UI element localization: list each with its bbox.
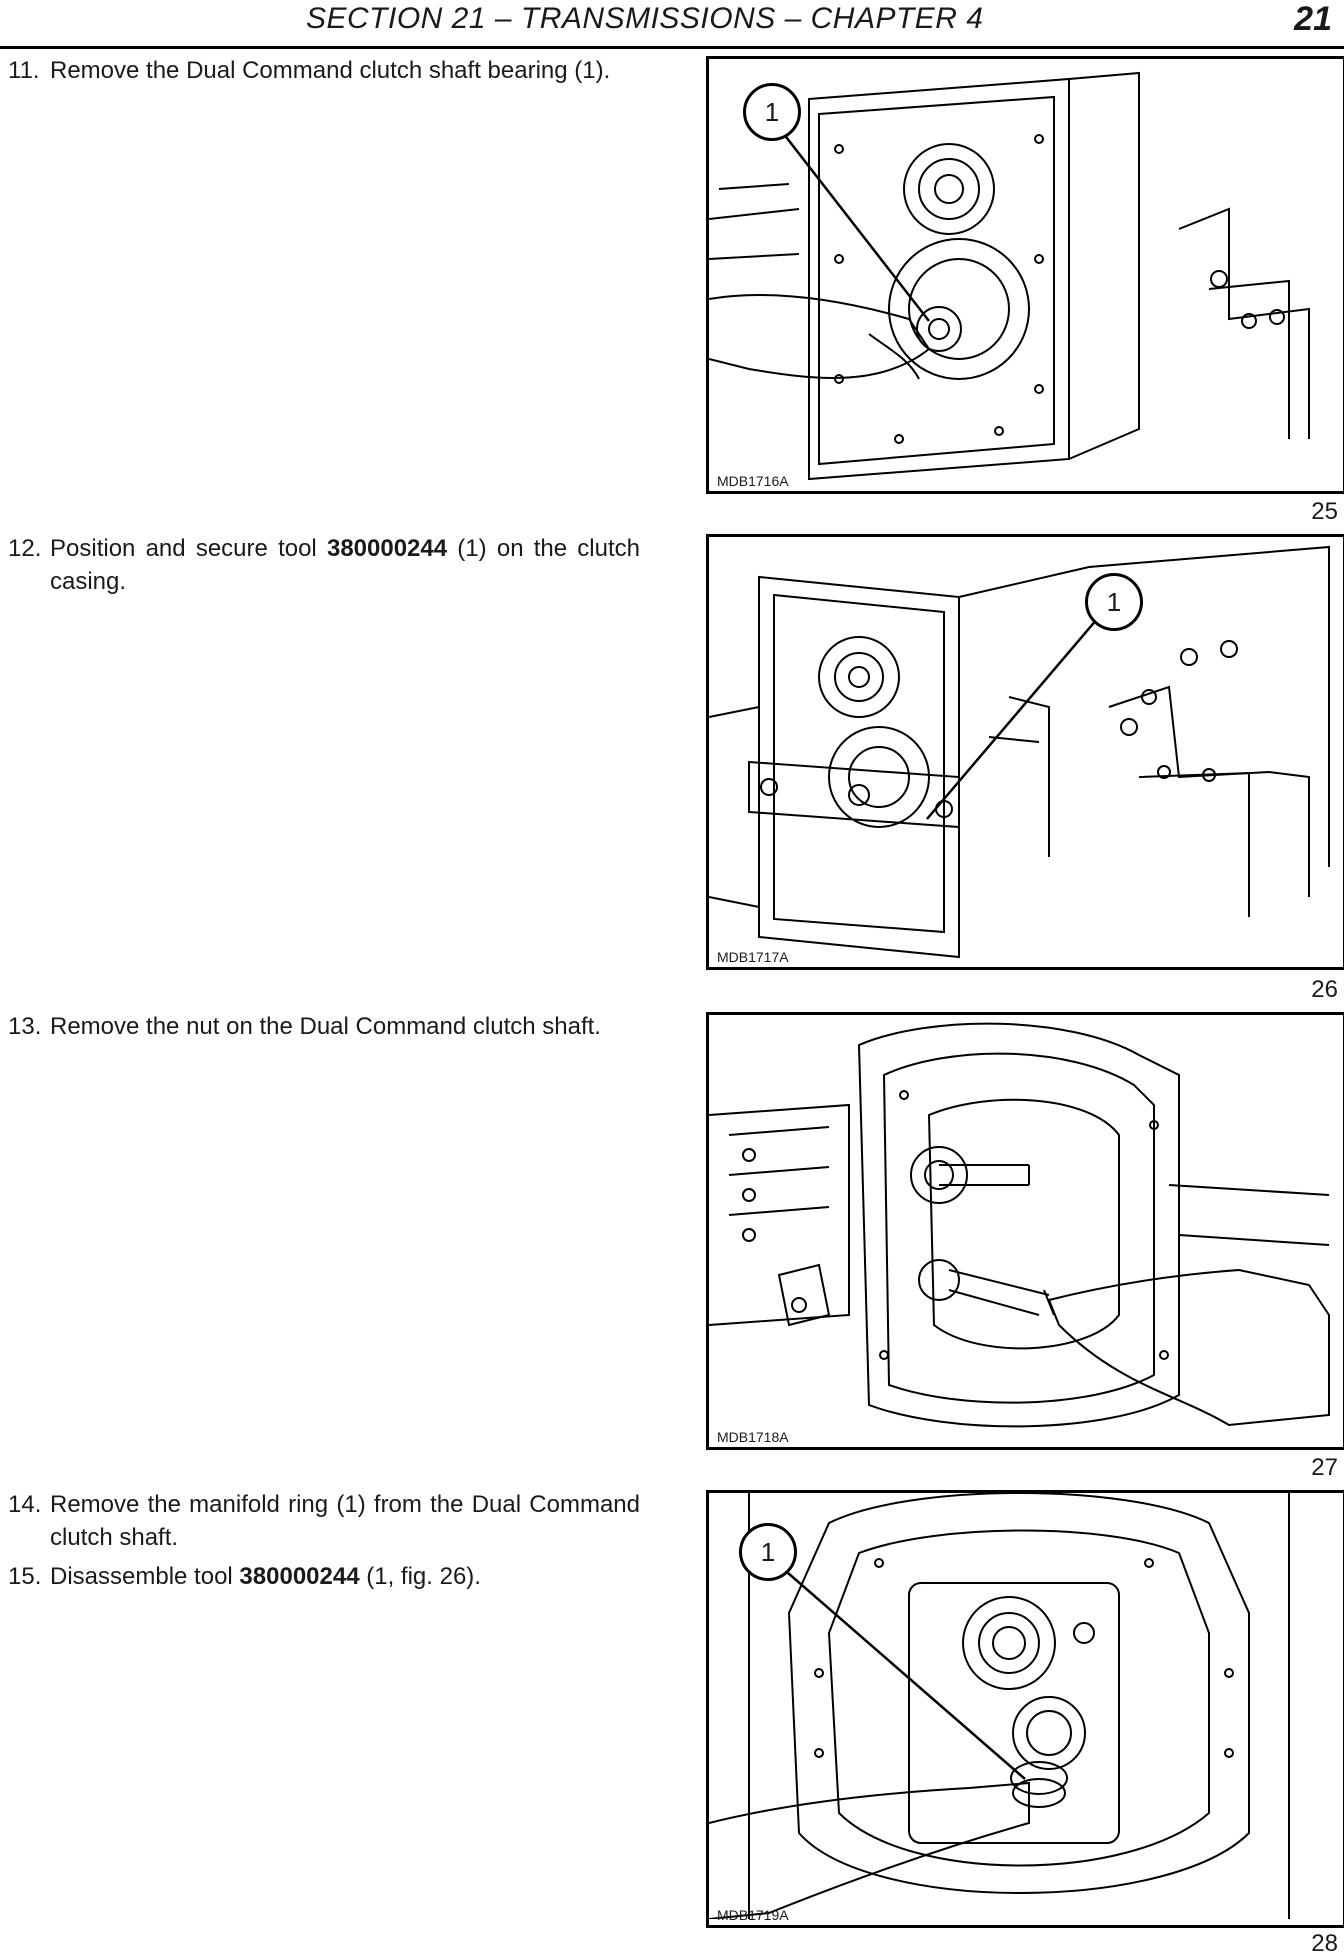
step-group-2: 12. Position and secure tool 380000244 (… <box>8 532 640 604</box>
step-item: 13. Remove the nut on the Dual Command c… <box>8 1010 640 1043</box>
step-number: 14. <box>8 1491 42 1518</box>
figure-number: 25 <box>1311 498 1338 525</box>
callout-circle: 1 <box>1085 573 1143 631</box>
figure-number: 26 <box>1311 976 1338 1003</box>
step-text-segment: (1) on the clutch casing. <box>50 535 640 595</box>
step-text-segment: Disassemble tool <box>50 1563 240 1590</box>
step-text-segment: Position and secure tool <box>50 535 327 562</box>
tool-number: 380000244 <box>239 1563 360 1590</box>
callout-circle: 1 <box>743 83 801 141</box>
step-group-3: 13. Remove the nut on the Dual Command c… <box>8 1010 640 1049</box>
figure-code: MDB1716A <box>717 473 789 489</box>
step-number: 13. <box>8 1013 42 1040</box>
callout-circle: 1 <box>739 1523 797 1581</box>
page-header: SECTION 21 – TRANSMISSIONS – CHAPTER 4 2… <box>0 0 1344 49</box>
figure-26: 1 MDB1717A <box>706 534 1344 970</box>
figure-illustration <box>709 1493 1290 1919</box>
step-text-segment: Remove the nut on the Dual Command clutc… <box>50 1013 601 1040</box>
step-group-1: 11. Remove the Dual Command clutch shaft… <box>8 54 640 93</box>
step-item: 15. Disassemble tool 380000244 (1, fig. … <box>8 1560 640 1593</box>
step-item: 14. Remove the manifold ring (1) from th… <box>8 1488 640 1554</box>
step-number: 11. <box>8 57 40 84</box>
step-item: 12. Position and secure tool 380000244 (… <box>8 532 640 598</box>
figure-code: MDB1718A <box>717 1429 789 1445</box>
figure-28: 1 MDB1719A <box>706 1490 1344 1928</box>
step-text: Position and secure tool 380000244 (1) o… <box>50 532 640 598</box>
figure-illustration <box>709 545 1330 959</box>
page-number: 21 <box>1294 0 1332 38</box>
figure-27: MDB1718A <box>706 1012 1344 1450</box>
figure-number: 27 <box>1311 1454 1338 1481</box>
step-item: 11. Remove the Dual Command clutch shaft… <box>8 54 640 87</box>
step-text-segment: Remove the Dual Command clutch shaft bea… <box>50 57 611 84</box>
section-title: SECTION 21 – TRANSMISSIONS – CHAPTER 4 <box>306 2 984 35</box>
step-text: Remove the Dual Command clutch shaft bea… <box>50 54 640 87</box>
figure-illustration <box>709 71 1310 481</box>
figure-25: 1 MDB1716A <box>706 56 1344 494</box>
step-text: Remove the nut on the Dual Command clutc… <box>50 1010 640 1043</box>
figure-illustration <box>709 1022 1330 1428</box>
step-text: Disassemble tool 380000244 (1, fig. 26). <box>50 1560 640 1593</box>
step-text-segment: (1, fig. 26). <box>359 1563 481 1590</box>
step-text-segment: Remove the manifold ring (1) from the Du… <box>50 1491 640 1551</box>
step-text: Remove the manifold ring (1) from the Du… <box>50 1488 640 1554</box>
step-number: 12. <box>8 535 42 562</box>
figure-code: MDB1719A <box>717 1907 789 1923</box>
tool-number: 380000244 <box>326 535 448 562</box>
figure-code: MDB1717A <box>717 949 789 965</box>
figure-number: 28 <box>1311 1930 1338 1957</box>
step-number: 15. <box>8 1563 42 1590</box>
step-group-4: 14. Remove the manifold ring (1) from th… <box>8 1488 640 1599</box>
